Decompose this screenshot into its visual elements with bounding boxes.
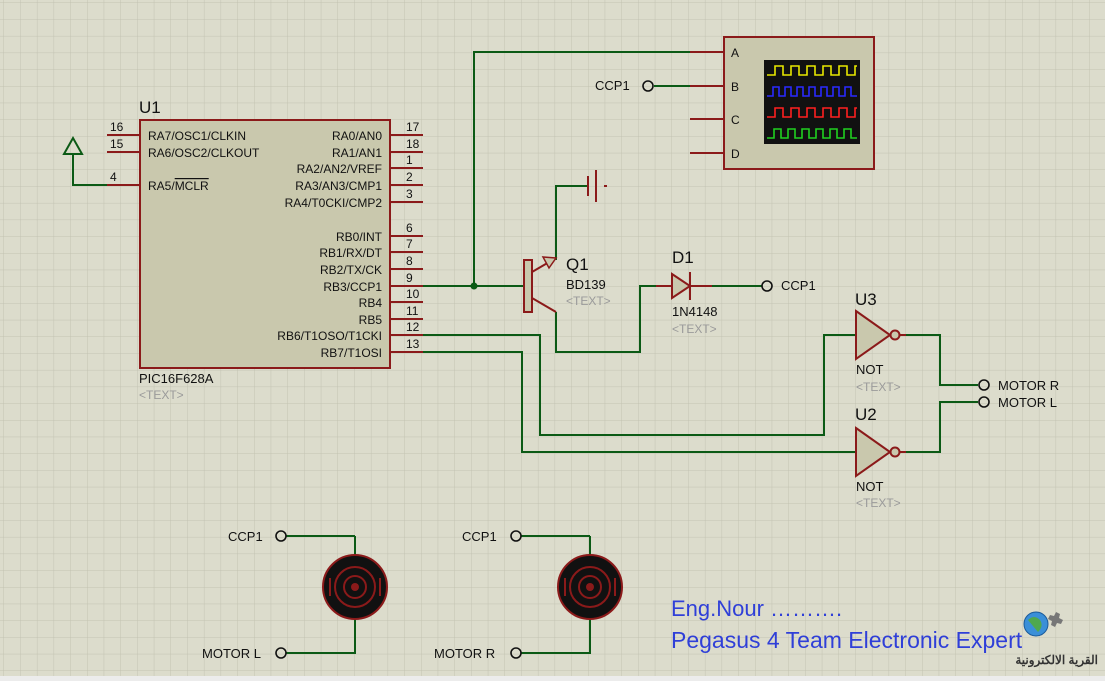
diode-d1[interactable]: D1 1N4148 <TEXT> — [656, 248, 718, 336]
mcu-pin-name: RB0/INT — [336, 230, 383, 244]
mcu-pin-name: RB2/TX/CK — [320, 263, 382, 277]
terminal-motor1-top-label: CCP1 — [228, 529, 263, 544]
transistor-part-label: BD139 — [566, 277, 606, 292]
mcu-pin-name: RA0/AN0 — [332, 129, 382, 143]
mcu-pin-name: RB5 — [359, 313, 383, 327]
terminal-scope-b[interactable]: CCP1 — [595, 78, 654, 93]
inverter-u3[interactable]: U3 NOT <TEXT> — [855, 290, 906, 394]
scope-trace — [767, 128, 857, 139]
transistor-q1[interactable]: Q1 BD139 <TEXT> — [523, 255, 611, 313]
inverter-u2[interactable]: U2 NOT <TEXT> — [855, 405, 906, 510]
terminal-motor2-top[interactable]: CCP1 — [462, 529, 522, 544]
mcu-pin-name: RB3/CCP1 — [323, 280, 382, 294]
transistor-text-placeholder: <TEXT> — [566, 294, 611, 308]
mcu-text-placeholder: <TEXT> — [139, 388, 184, 402]
scope-traces — [767, 65, 857, 139]
credit-line-1: Eng.Nour ………. — [671, 596, 842, 621]
mcu-pin-number: 11 — [406, 304, 419, 318]
mcu-pin-name: RB1/RX/DT — [319, 246, 382, 260]
scope-trace — [767, 65, 857, 76]
microcontroller-u1[interactable]: U1 16RA7/OSC1/CLKIN15RA6/OSC2/CLKOUT4RA5… — [107, 98, 423, 402]
inverter-top-ref-label: U3 — [855, 290, 877, 309]
transistor-ref-label: Q1 — [566, 255, 589, 274]
terminal-motor1-bottom-label: MOTOR L — [202, 646, 261, 661]
mcu-pin-name: RA1/AN1 — [332, 146, 382, 160]
mcu-part-label: PIC16F628A — [139, 371, 214, 386]
mcu-pin-number: 6 — [406, 221, 413, 235]
mcu-pin-name: RA7/OSC1/CLKIN — [148, 129, 246, 143]
inverter-bottom-part-label: NOT — [856, 479, 884, 494]
terminal-motor-l[interactable]: MOTOR L — [978, 395, 1057, 410]
mcu-pin-name: RA6/OSC2/CLKOUT — [148, 146, 260, 160]
diode-part-label: 1N4148 — [672, 304, 718, 319]
inverter-bottom-text-placeholder: <TEXT> — [856, 496, 901, 510]
mcu-pin-number: 17 — [406, 120, 420, 134]
mcu-pin-number: 8 — [406, 254, 413, 268]
scope-channel-a: A — [731, 46, 739, 60]
terminal-motor1-top[interactable]: CCP1 — [228, 529, 287, 544]
mcu-pin-number: 18 — [406, 137, 420, 151]
logo-text: القرية الالكترونية — [1015, 653, 1098, 668]
mcu-pin-name: RB7/T1OSI — [321, 346, 382, 360]
gear-icon — [1048, 612, 1063, 627]
diode-ref-label: D1 — [672, 248, 694, 267]
mcu-pin-name: RB6/T1OSO/T1CKI — [277, 329, 382, 343]
mcu-pin-number: 10 — [406, 287, 420, 301]
status-strip — [0, 676, 1105, 681]
scope-trace — [767, 107, 857, 118]
terminal-motor-l-label: MOTOR L — [998, 395, 1057, 410]
oscilloscope[interactable]: A B C D — [690, 36, 875, 170]
mcu-pin-number: 2 — [406, 170, 413, 184]
inverter-top-part-label: NOT — [856, 362, 884, 377]
mcu-pin-number: 4 — [110, 170, 117, 184]
mcu-pin-number: 12 — [406, 320, 420, 334]
mcu-pin-name: RB4 — [359, 296, 383, 310]
mcu-ref-label: U1 — [139, 98, 161, 117]
mcu-pin-number: 15 — [110, 137, 124, 151]
motor-2[interactable] — [557, 554, 623, 620]
mcu-pin-number: 3 — [406, 187, 413, 201]
motor-1[interactable] — [322, 554, 388, 620]
terminal-diode-out[interactable]: CCP1 — [761, 278, 816, 293]
diode-text-placeholder: <TEXT> — [672, 322, 717, 336]
scope-channel-b: B — [731, 80, 739, 94]
mcu-pin-name: RA4/T0CKI/CMP2 — [285, 196, 383, 210]
battery-icon — [587, 170, 607, 202]
terminal-motor2-top-label: CCP1 — [462, 529, 497, 544]
inverter-bottom-ref-label: U2 — [855, 405, 877, 424]
inverter-top-text-placeholder: <TEXT> — [856, 380, 901, 394]
terminal-scope-b-label: CCP1 — [595, 78, 630, 93]
terminal-motor1-bottom[interactable]: MOTOR L — [202, 646, 287, 661]
terminal-motor-r-label: MOTOR R — [998, 378, 1059, 393]
mcu-pin-name: RA3/AN3/CMP1 — [295, 179, 382, 193]
terminal-motor2-bottom-label: MOTOR R — [434, 646, 495, 661]
wires — [72, 51, 978, 654]
terminal-diode-out-label: CCP1 — [781, 278, 816, 293]
mcu-pin-number: 9 — [406, 271, 413, 285]
terminal-motor-r[interactable]: MOTOR R — [978, 378, 1059, 393]
scope-channel-c: C — [731, 113, 740, 127]
mcu-pin-number: 13 — [406, 337, 420, 351]
terminal-motor2-bottom[interactable]: MOTOR R — [434, 646, 522, 661]
mcu-pin-name: RA2/AN2/VREF — [297, 162, 382, 176]
logo: القرية الالكترونية — [1015, 611, 1098, 668]
mcu-pin-number: 16 — [110, 120, 124, 134]
mcu-pin-number: 7 — [406, 237, 413, 251]
supply-arrow-icon — [62, 135, 84, 155]
mcu-pin-name: RA5/MCLR — [148, 179, 209, 193]
mcu-pin-number: 1 — [406, 153, 413, 167]
credit-line-2: Pegasus 4 Team Electronic Expert — [671, 627, 1023, 653]
scope-channel-d: D — [731, 147, 740, 161]
scope-trace — [767, 86, 857, 97]
